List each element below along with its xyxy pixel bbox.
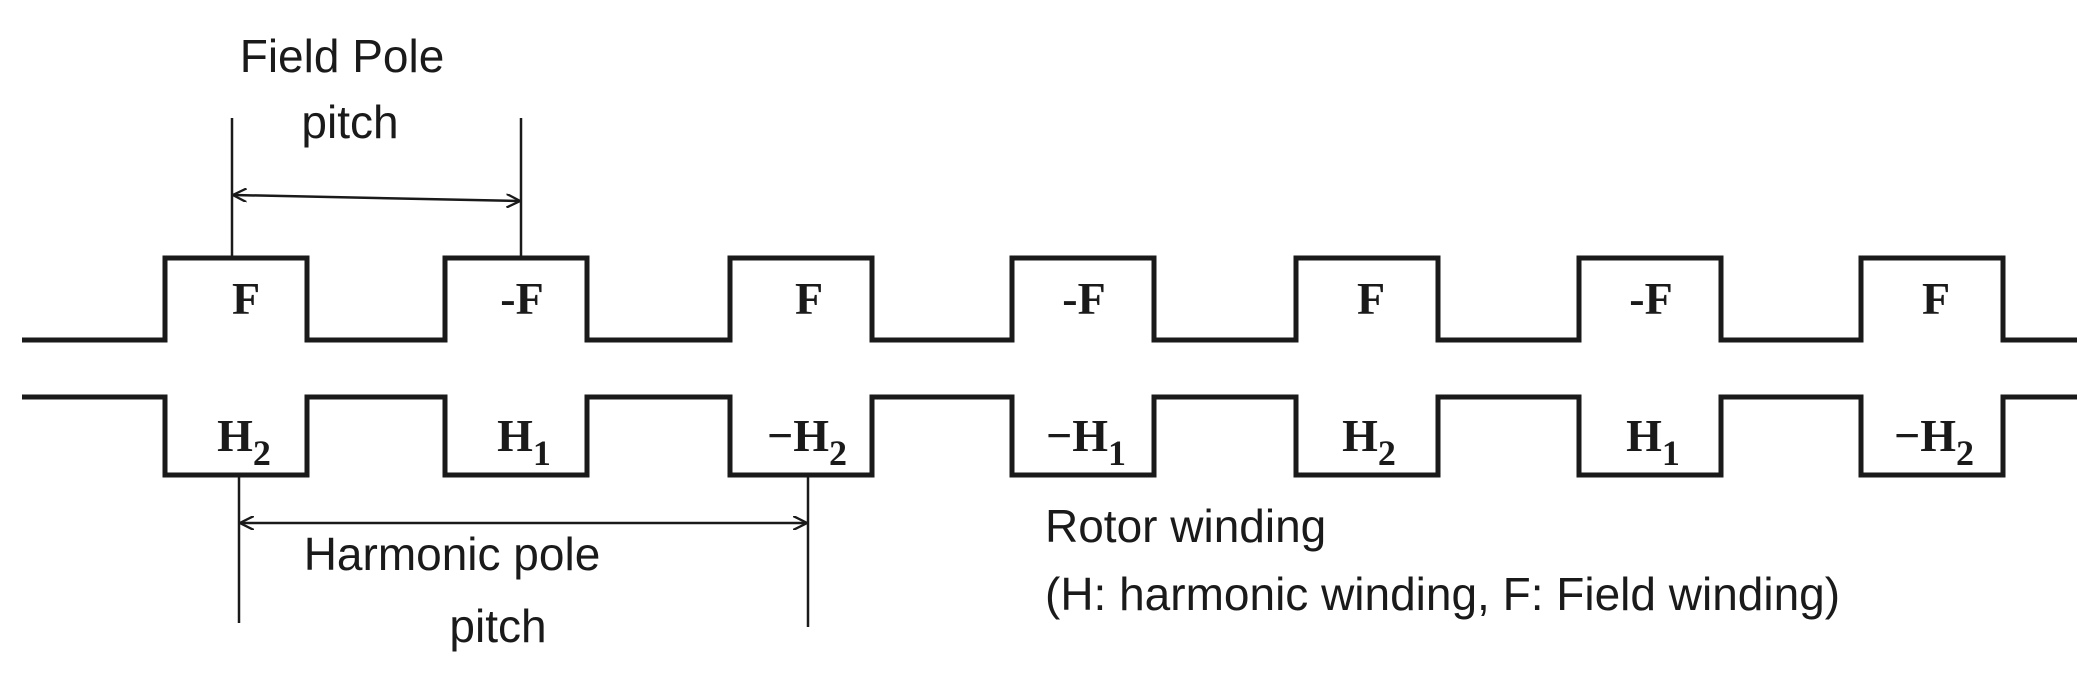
harmonic-slot-label: −H2 [1894,410,1974,473]
field-slot-label: -F [500,273,543,324]
harmonic-winding-waveform [22,394,2077,478]
field-pitch-label-line1: Field Pole [240,30,445,82]
field-slot-label: F [795,273,823,324]
rotor-winding-legend: (H: harmonic winding, F: Field winding) [1045,568,1840,620]
field-winding-waveform [22,255,2077,343]
field-slot-label: -F [1629,273,1672,324]
harmonic-slot-label: −H2 [767,410,847,473]
harmonic-slot-label: H2 [1342,410,1396,473]
field-pitch-label-line2: pitch [301,96,398,148]
harmonic-slot-label: H1 [1626,410,1680,473]
harmonic-slot-label: H1 [497,410,551,473]
field-pitch-arrow [234,195,519,201]
field-slot-label: F [232,273,260,324]
harmonic-slot-label: −H1 [1046,410,1126,473]
field-slot-labels: F -F F -F F -F F [232,273,1950,324]
harmonic-pitch-label-line2: pitch [449,600,546,652]
rotor-winding-title: Rotor winding [1045,500,1326,552]
field-slot-label: -F [1062,273,1105,324]
harmonic-pitch-label-line1: Harmonic pole [304,528,601,580]
harmonic-slot-label: H2 [217,410,271,473]
harmonic-slot-labels: H2 H1 −H2 −H1 H2 H1 −H2 [217,410,1974,473]
field-slot-label: F [1357,273,1385,324]
field-slot-label: F [1922,273,1950,324]
